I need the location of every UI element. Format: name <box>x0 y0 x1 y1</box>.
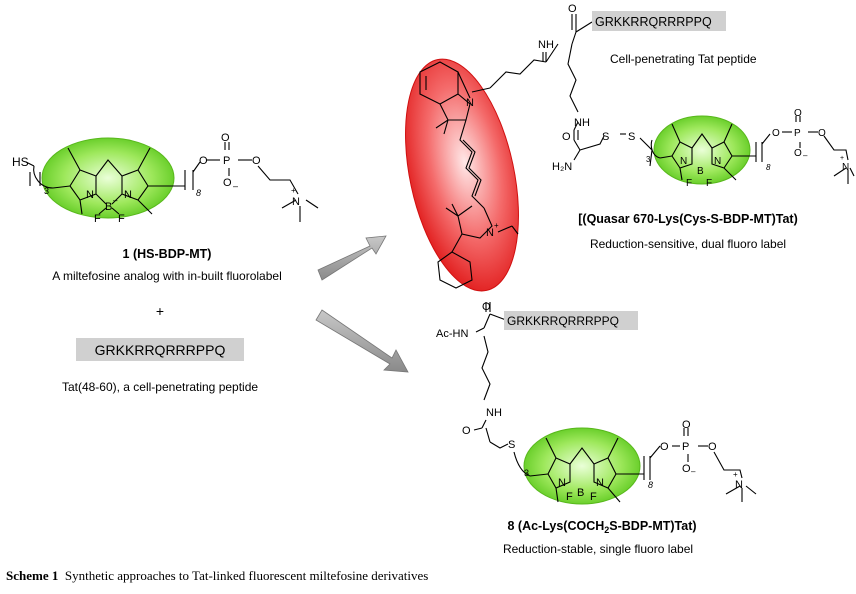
ring-nitrogen: N <box>714 156 721 167</box>
bodipy-green-highlight <box>653 115 751 185</box>
phosphate-oxygen: O <box>708 441 717 453</box>
quasar-dye-structure <box>419 59 547 289</box>
tat-sequence-box <box>76 338 244 361</box>
tat-sequence: GRKKRRQRRRPPQ <box>95 342 226 358</box>
compound-1-label: 1 (HS-BDP-MT) <box>123 247 212 261</box>
phosphate-oxygen: O <box>794 108 802 119</box>
phosphorus-atom: P <box>223 155 230 167</box>
fluorine-atom: F <box>706 178 712 189</box>
chain-subscript-8: 8 <box>196 188 201 198</box>
boron-atom: B <box>577 487 584 499</box>
phosphate-charge: – <box>803 151 808 160</box>
amide-nh: NH <box>574 117 590 129</box>
phosphorus-atom: P <box>682 441 689 453</box>
ammonium-charge: + <box>291 186 296 195</box>
phosphate-charge: – <box>691 467 696 476</box>
phosphate-oxygen: O <box>794 148 802 159</box>
phosphate-oxygen: O <box>772 128 780 139</box>
quasar-peptide-sequence: GRKKRRQRRRPPQ <box>595 15 712 29</box>
caption-text: Synthetic approaches to Tat-linked fluor… <box>64 568 429 583</box>
thiol-label: HS <box>12 155 29 169</box>
carbonyl-oxygen: O <box>562 131 571 143</box>
amine-group: H₂N <box>552 161 572 173</box>
amide-nh: NH <box>538 39 554 51</box>
plus-sign: + <box>156 303 164 319</box>
scheme-caption: Scheme 1 Synthetic approaches to Tat-lin… <box>6 568 428 584</box>
phosphate-charge: – <box>233 181 238 191</box>
fluorine-atom: F <box>118 213 125 225</box>
ac-bodipy-structure <box>513 427 757 505</box>
ring-nitrogen: N <box>680 156 687 167</box>
phosphate-oxygen: O <box>682 419 691 431</box>
ac-peptide-sequence: GRKKRRQRRRPPQ <box>507 314 619 328</box>
quasar-bodipy-structure <box>650 115 855 185</box>
reaction-arrow-lower <box>315 309 409 373</box>
ammonium-nitrogen: N <box>735 479 743 491</box>
ac-product-description: Reduction-stable, single fluoro label <box>503 542 693 556</box>
dye-nitrogen-charge: + <box>494 221 499 230</box>
phosphate-oxygen: O <box>660 441 669 453</box>
chain-subscript-3: 3 <box>44 186 49 196</box>
quasar-product-label: [(Quasar 670-Lys(Cys-S-BDP-MT)Tat) <box>578 212 797 226</box>
acetyl-amine: Ac-HN <box>436 328 468 340</box>
boron-atom: B <box>105 201 112 213</box>
ac-lysine-linker <box>473 302 509 449</box>
fluorine-atom: F <box>566 491 573 503</box>
quasar-lysine-linker <box>542 14 653 167</box>
quasar-product-description: Reduction-sensitive, dual fluoro label <box>590 237 786 251</box>
quasar-dye-red-highlight <box>405 58 519 292</box>
ring-nitrogen: N <box>124 189 132 201</box>
phosphate-oxygen: O <box>682 463 691 475</box>
fluorine-atom: F <box>590 491 597 503</box>
carbonyl-oxygen: O <box>568 3 577 15</box>
phosphate-oxygen: O <box>818 128 826 139</box>
ammonium-nitrogen: N <box>292 196 300 208</box>
ring-nitrogen: N <box>558 477 566 489</box>
compound-1-description: A miltefosine analog with in-built fluor… <box>52 269 281 283</box>
ac-product-label: 8 (Ac-Lys(COCH2S-BDP-MT)Tat) <box>507 519 696 535</box>
quasar-peptide-box <box>592 11 726 31</box>
boron-atom: B <box>697 166 704 177</box>
phosphorus-atom: P <box>794 128 801 139</box>
chain-subscript-3: 3 <box>524 468 529 478</box>
cell-penetrating-label: Cell-penetrating Tat peptide <box>610 52 757 66</box>
ring-nitrogen: N <box>86 189 94 201</box>
ammonium-charge: + <box>840 155 844 162</box>
phosphate-oxygen: O <box>223 177 232 189</box>
caption-bold: Scheme 1 <box>6 568 59 583</box>
phosphate-oxygen: O <box>199 155 208 167</box>
bodipy-green-highlight <box>523 427 641 505</box>
chain-subscript-8: 8 <box>766 163 771 172</box>
phosphate-oxygen: O <box>221 132 230 144</box>
chain-subscript-3: 3 <box>646 155 651 164</box>
ammonium-charge: + <box>733 470 738 479</box>
disulfide-sulfur: S <box>602 131 609 143</box>
compound-1-structure <box>25 137 319 222</box>
disulfide-sulfur: S <box>628 131 635 143</box>
compound-1-atoms: HS 3 8 N N B – F F O O P O O – N + <box>12 132 300 225</box>
bodipy-green-highlight <box>41 137 175 219</box>
carbonyl-oxygen: O <box>482 301 491 313</box>
ring-nitrogen: N <box>596 477 604 489</box>
reaction-arrow-upper <box>317 235 387 281</box>
thioether-sulfur: S <box>508 439 515 451</box>
boron-charge: – <box>113 196 118 205</box>
fluorine-atom: F <box>686 178 692 189</box>
carbonyl-oxygen: O <box>462 425 471 437</box>
chain-subscript-8: 8 <box>648 480 653 490</box>
ac-peptide-box <box>504 311 638 330</box>
phosphate-oxygen: O <box>252 155 261 167</box>
dye-nitrogen: N <box>486 227 494 239</box>
fluorine-atom: F <box>94 213 101 225</box>
amide-nh: NH <box>486 407 502 419</box>
dye-nitrogen: N <box>466 97 474 109</box>
tat-description: Tat(48-60), a cell-penetrating peptide <box>62 380 258 394</box>
ammonium-nitrogen: N <box>842 162 849 173</box>
